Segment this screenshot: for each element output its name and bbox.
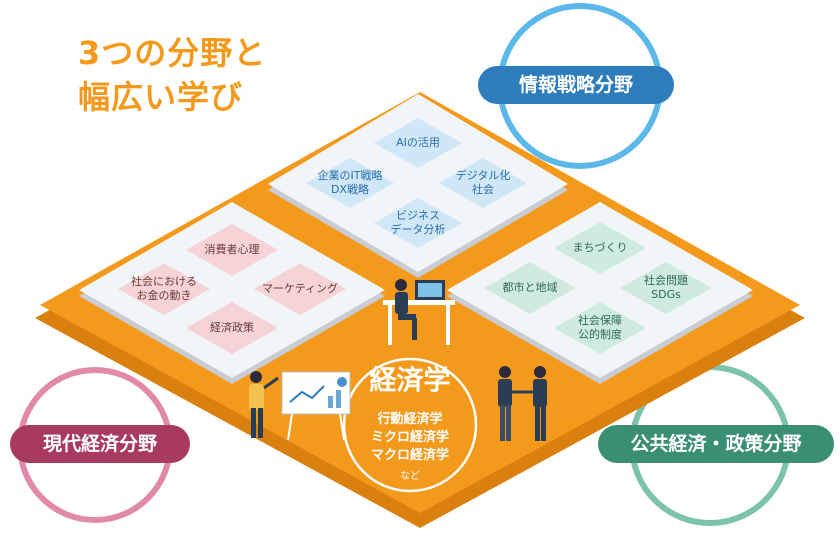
- public-tiles: [484, 222, 712, 354]
- tile-dx: [306, 158, 394, 208]
- info-field-label: 情報戦略分野: [478, 66, 674, 104]
- topic-social-security: 社会保障 公的制度: [578, 314, 622, 341]
- center-ring: [342, 357, 478, 493]
- modern-tiles: [118, 224, 346, 354]
- public-field-label: 公共経済・政策分野: [598, 425, 834, 463]
- tile-digital: [439, 158, 527, 208]
- tile-welfare: [554, 302, 646, 354]
- public-panel: [447, 202, 753, 378]
- info-tiles: [306, 118, 527, 248]
- topic-marketing: マーケティング: [261, 282, 339, 295]
- tile-ai: [374, 118, 462, 168]
- heading-line-2: 幅広い学び: [78, 78, 244, 116]
- tile-data: [374, 198, 462, 248]
- topic-ai: AIの活用: [396, 136, 440, 149]
- tile-town: [554, 222, 646, 274]
- topic-business-data: ビジネス データ分析: [390, 209, 446, 236]
- presenter-illustration: [249, 371, 351, 441]
- topic-social-issues: 社会問題 SDGs: [644, 274, 688, 301]
- topic-urban-regional: 都市と地域: [502, 281, 558, 294]
- center-subject-behavioral: 行動経済学: [377, 412, 443, 427]
- tile-city: [484, 262, 576, 314]
- center-subject-micro: ミクロ経済学: [370, 430, 450, 445]
- center-title: 経済学: [369, 365, 451, 397]
- tile-sdgs: [620, 262, 712, 314]
- topic-digital-society: デジタル化 社会: [455, 169, 511, 196]
- modern-field-label: 現代経済分野: [10, 425, 190, 463]
- tile-money: [118, 263, 210, 315]
- tile-marketing: [254, 263, 346, 315]
- person-at-computer-illustration: [383, 279, 455, 345]
- info-panel: [268, 94, 568, 272]
- topic-money-flow: 社会における お金の動き: [131, 275, 197, 302]
- topic-it-strategy: 企業のIT戦略 DX戦略: [317, 169, 383, 196]
- center-etc: など: [400, 471, 420, 482]
- topic-town-planning: まちづくり: [572, 241, 628, 254]
- tile-consumer: [186, 224, 278, 276]
- modern-panel: [79, 202, 385, 378]
- heading-line-1: 3つの分野と: [78, 34, 267, 72]
- handshake-illustration: [498, 366, 547, 441]
- center-subject-macro: マクロ経済学: [370, 448, 450, 463]
- tile-policy: [186, 302, 278, 354]
- topic-consumer-psychology: 消費者心理: [204, 243, 260, 256]
- topic-economic-policy: 経済政策: [210, 321, 254, 334]
